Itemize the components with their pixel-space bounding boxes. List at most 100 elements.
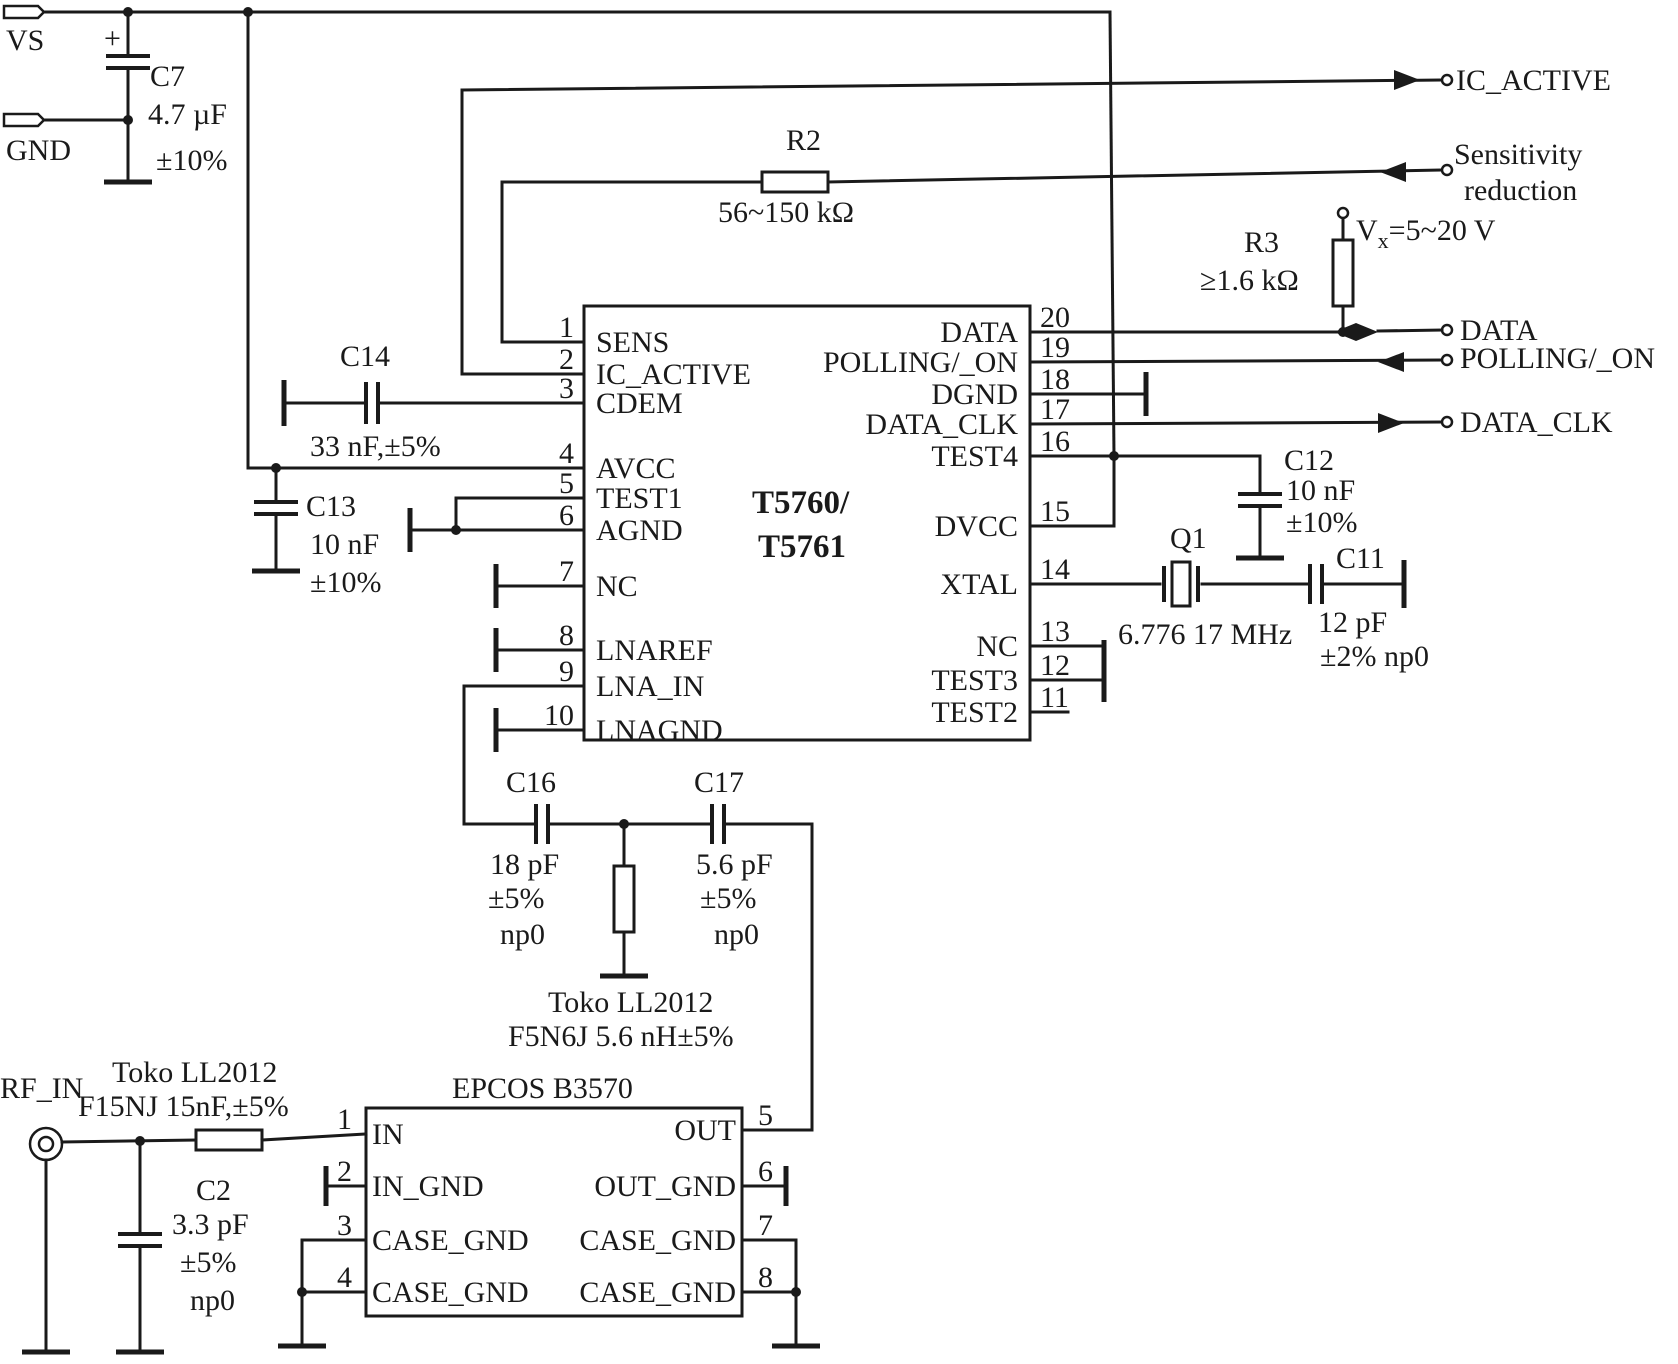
ic-active-label: IC_ACTIVE: [1456, 64, 1611, 97]
arrow-in-icon: [1380, 162, 1406, 182]
c7-tolerance: ±10%: [156, 144, 227, 177]
pin-number: 10: [544, 699, 574, 732]
data-clk-wire: [1028, 420, 1444, 426]
pin-name: LNA_IN: [596, 670, 704, 703]
sensitivity-terminal: [1440, 163, 1454, 177]
pin-name: TEST1: [596, 482, 683, 515]
rf-in-label: RF_IN: [0, 1072, 83, 1105]
crystal-q1: Q1 6.776 17 MHz: [1118, 522, 1292, 651]
pin-name: LNAGND: [596, 714, 723, 747]
q1-ref: Q1: [1170, 522, 1207, 555]
pin-number: 1: [559, 311, 574, 344]
rf-in-connector: RF_IN: [0, 1072, 83, 1352]
c7-value: 4.7 µF: [148, 98, 227, 131]
pin-name: CASE_GND: [372, 1276, 529, 1309]
sensitivity-label-1: Sensitivity: [1454, 138, 1582, 171]
vx-label: Vx=5~20 V: [1356, 214, 1496, 253]
pin-name: TEST4: [931, 440, 1018, 473]
q1-value: 6.776 17 MHz: [1118, 618, 1292, 651]
resistor-r2: R2 56~150 kΩ: [718, 124, 854, 229]
pin-name: DGND: [931, 378, 1018, 411]
pin-name: IN_GND: [372, 1170, 484, 1203]
l-in-value: F15NJ 15nF,±5%: [78, 1090, 289, 1123]
c2-ref: C2: [196, 1174, 231, 1207]
pin-name: NC: [976, 630, 1018, 663]
c16-ref: C16: [506, 766, 556, 799]
pin-name: CASE_GND: [372, 1224, 529, 1257]
polling-wire: [1028, 358, 1444, 364]
saw-name: EPCOS B3570: [452, 1072, 633, 1105]
ic-active-terminal: [1440, 73, 1454, 87]
capacitor-c12: C12 10 nF ±10%: [1236, 444, 1357, 561]
capacitor-c13: C13 10 nF ±10%: [252, 466, 381, 599]
inductor-l-match: Toko LL2012 F5N6J 5.6 nH±5%: [508, 822, 734, 1053]
pin-name: AVCC: [596, 452, 675, 485]
capacitor-c7: + C7 4.7 µF ±10%: [104, 10, 227, 185]
arrow-out-icon: [1378, 413, 1404, 433]
c2-tolerance: ±5%: [180, 1246, 236, 1279]
pin-name: DATA_CLK: [865, 408, 1018, 441]
pin-name: CASE_GND: [579, 1224, 736, 1257]
c16-value: 18 pF: [490, 848, 559, 881]
pin-number: 8: [758, 1261, 773, 1294]
c13-tolerance: ±10%: [310, 566, 381, 599]
pin-number: 1: [337, 1103, 352, 1136]
pin-name: TEST2: [931, 696, 1018, 729]
l-in-part: Toko LL2012: [112, 1056, 277, 1089]
c7-plus-sign: +: [104, 22, 121, 55]
pin-number: 14: [1040, 553, 1070, 586]
pin-number: 17: [1040, 393, 1070, 426]
c13-value: 10 nF: [310, 528, 379, 561]
pin-name: SENS: [596, 326, 669, 359]
pin-number: 3: [559, 372, 574, 405]
pin-number: 15: [1040, 495, 1070, 528]
saw-in-wire: [260, 1132, 368, 1142]
pin-name: TEST3: [931, 664, 1018, 697]
capacitor-c11: C11 12 pF ±2% np0: [1308, 542, 1429, 673]
pin-number: 7: [559, 555, 574, 588]
pin-name: CASE_GND: [579, 1276, 736, 1309]
pin-name: POLLING/_ON: [823, 346, 1018, 379]
arrow-out-icon: [1394, 70, 1420, 90]
c14-ref: C14: [340, 340, 390, 373]
pin-name: NC: [596, 570, 638, 603]
pin-number: 16: [1040, 425, 1070, 458]
pin-number: 6: [758, 1155, 773, 1188]
pin-number: 3: [337, 1209, 352, 1242]
pin-number: 13: [1040, 615, 1070, 648]
ic-name-line2: T5761: [758, 529, 846, 565]
gnd-label: GND: [6, 134, 71, 167]
ic-active-wire: [460, 78, 1442, 92]
capacitor-c17: C17 5.6 pF ±5% np0: [694, 766, 773, 951]
data-clk-label: DATA_CLK: [1460, 406, 1613, 439]
c12-ref: C12: [1284, 444, 1334, 477]
sensitivity-label-2: reduction: [1464, 174, 1577, 207]
junction: [451, 525, 461, 535]
pin-number: 5: [758, 1099, 773, 1132]
c11-value: 12 pF: [1318, 606, 1387, 639]
c17-ref: C17: [694, 766, 744, 799]
r2-ref: R2: [786, 124, 821, 157]
pin-number: 8: [559, 619, 574, 652]
c16-tolerance: ±5%: [488, 882, 544, 915]
vcc-right-wire: [1108, 10, 1116, 458]
pin-number: 9: [559, 655, 574, 688]
arrow-in-icon: [1378, 352, 1404, 372]
vs-terminal: VS: [2, 4, 46, 57]
r3-ref: R3: [1244, 226, 1279, 259]
pin-name: IC_ACTIVE: [596, 358, 751, 391]
c12-value: 10 nF: [1286, 474, 1355, 507]
arrow-out-icon: [1356, 323, 1378, 341]
pin-number: 4: [337, 1261, 352, 1294]
capacitor-c16: C16 18 pF ±5% np0: [488, 766, 559, 951]
l-match-part: Toko LL2012: [548, 986, 713, 1019]
pin-number: 19: [1040, 331, 1070, 364]
gnd-terminal: GND: [2, 112, 71, 167]
vx-terminal: [1336, 206, 1350, 220]
pin-name: LNAREF: [596, 634, 713, 667]
